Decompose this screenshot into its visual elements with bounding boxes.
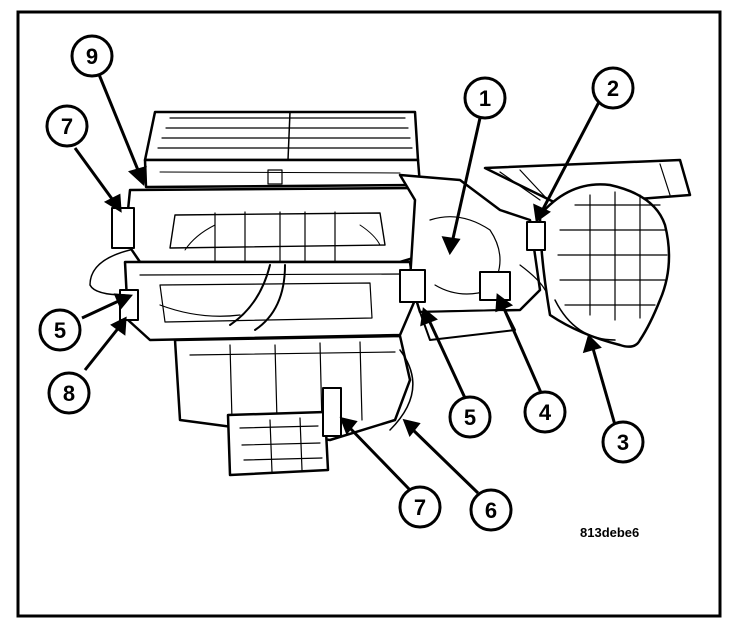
svg-text:5: 5 xyxy=(464,405,476,430)
svg-text:5: 5 xyxy=(54,318,66,343)
callout-6: 6 xyxy=(469,488,513,532)
svg-text:7: 7 xyxy=(414,495,426,520)
callout-2: 2 xyxy=(591,66,635,110)
callout-5-left: 5 xyxy=(38,308,82,352)
figure-id: 813debe6 xyxy=(580,525,639,540)
callout-7-left: 7 xyxy=(45,104,89,148)
hvac-illustration xyxy=(89,110,692,477)
svg-text:4: 4 xyxy=(539,400,552,425)
svg-text:9: 9 xyxy=(86,44,98,69)
svg-text:2: 2 xyxy=(607,76,619,101)
callout-9: 9 xyxy=(70,34,114,78)
svg-text:1: 1 xyxy=(479,86,491,111)
svg-text:7: 7 xyxy=(61,114,73,139)
callout-3: 3 xyxy=(601,420,645,464)
svg-text:6: 6 xyxy=(485,498,497,523)
callout-1: 1 xyxy=(463,76,507,120)
callout-8: 8 xyxy=(47,371,91,415)
callout-7-bottom: 7 xyxy=(398,485,442,529)
callout-4: 4 xyxy=(523,390,567,434)
svg-text:3: 3 xyxy=(617,430,629,455)
callout-5-center: 5 xyxy=(448,395,492,439)
figure-border xyxy=(16,10,722,618)
leader-arrows xyxy=(73,71,617,495)
svg-text:8: 8 xyxy=(63,381,75,406)
